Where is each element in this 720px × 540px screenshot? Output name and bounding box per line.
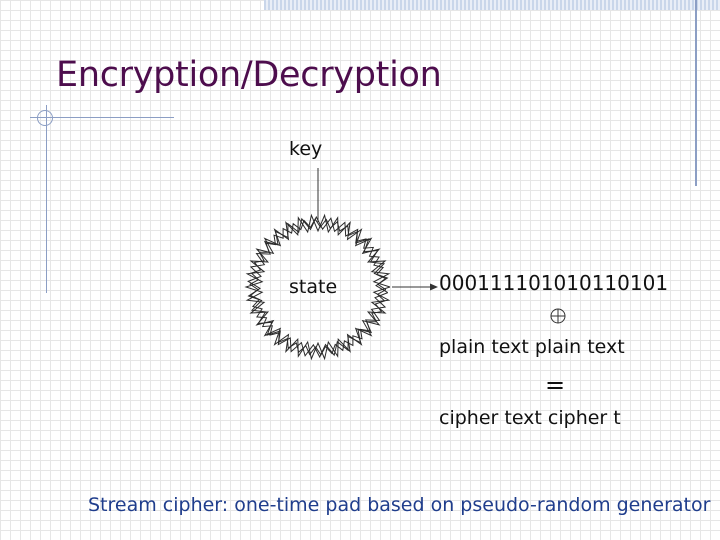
corner-circle-mark	[37, 110, 53, 126]
title-underline	[30, 117, 174, 118]
slide-footer: Stream cipher: one-time pad based on pse…	[88, 494, 711, 516]
zigzag-ring-icon	[244, 213, 391, 361]
circle-plus-icon	[550, 308, 566, 324]
arrow-right-icon	[430, 283, 438, 291]
slide-title: Encryption/Decryption	[56, 55, 442, 95]
top-decoration-bar	[264, 0, 720, 10]
key-label: key	[289, 138, 323, 160]
plaintext-label: plain text plain text	[439, 336, 625, 358]
keystream-bits: 000111101010110101	[439, 271, 669, 295]
right-accent-line	[695, 0, 697, 186]
ciphertext-label: cipher text cipher t	[439, 407, 621, 429]
state-label: state	[289, 276, 338, 298]
left-accent-line	[46, 105, 47, 293]
equals-sign: =	[545, 371, 566, 399]
